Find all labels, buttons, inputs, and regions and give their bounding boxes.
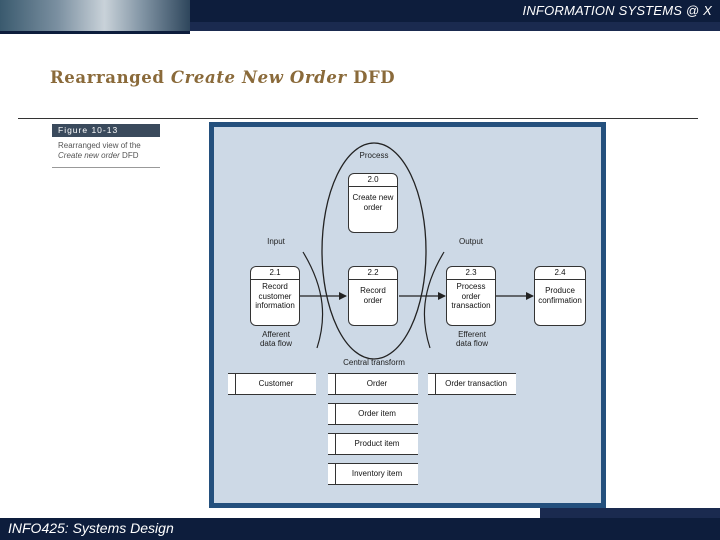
store-cap (228, 374, 236, 394)
data-store-product-item[interactable]: Product item (328, 433, 418, 455)
caption-italic: Create new order (58, 151, 120, 160)
handshake-photo-icon (0, 0, 190, 34)
data-store-order-item[interactable]: Order item (328, 403, 418, 425)
afferent-line-2: data flow (259, 339, 293, 348)
label-process: Process (359, 151, 389, 160)
store-label: Order transaction (445, 379, 507, 388)
footer-course-name: INFO425: Systems Design (8, 520, 174, 536)
store-cap (428, 374, 436, 394)
store-label: Customer (258, 379, 294, 388)
store-label: Product item (354, 439, 400, 448)
label-central-transform: Central transform (343, 358, 405, 367)
afferent-line-1: Afferent (262, 330, 290, 339)
caption-suffix: DFD (119, 151, 139, 160)
title-divider (18, 118, 698, 119)
store-cap (328, 374, 336, 394)
title-part-1: Rearranged (50, 68, 171, 87)
process-2-2-id: 2.2 (349, 267, 397, 280)
caption-line-1: Rearranged view of the (58, 141, 141, 150)
slide-title: Rearranged Create New Order DFD (50, 68, 395, 87)
header-course-tag: INFORMATION SYSTEMS @ X (522, 3, 712, 18)
store-label: Order item (358, 409, 396, 418)
top-banner-band (190, 22, 720, 31)
store-cap (328, 464, 336, 484)
efferent-boundary-curve (423, 251, 445, 349)
efferent-line-1: Efferent (458, 330, 486, 339)
process-2-3-id: 2.3 (447, 267, 495, 280)
label-output: Output (458, 237, 483, 246)
store-cap (328, 404, 336, 424)
data-store-order[interactable]: Order (328, 373, 418, 395)
figure-label: Figure 10-13 (52, 124, 160, 137)
data-store-inventory-item[interactable]: Inventory item (328, 463, 418, 485)
title-italic: Create New Order (170, 68, 347, 87)
data-store-order-transaction[interactable]: Order transaction (428, 373, 516, 395)
title-part-2: DFD (346, 68, 396, 87)
afferent-boundary-curve (302, 251, 324, 349)
process-2-4-id: 2.4 (535, 267, 585, 280)
caption-underline (52, 167, 160, 168)
store-label: Inventory item (351, 469, 403, 478)
bottom-banner-band (540, 508, 720, 518)
data-store-customer[interactable]: Customer (228, 373, 316, 395)
bottom-banner (0, 518, 720, 540)
process-2-1-id: 2.1 (251, 267, 299, 280)
process-2-0-id: 2.0 (349, 174, 397, 187)
store-label: Order (366, 379, 388, 388)
label-input: Input (267, 237, 285, 246)
central-transform-ellipse (321, 142, 427, 360)
efferent-line-2: data flow (455, 339, 489, 348)
store-cap (328, 434, 336, 454)
